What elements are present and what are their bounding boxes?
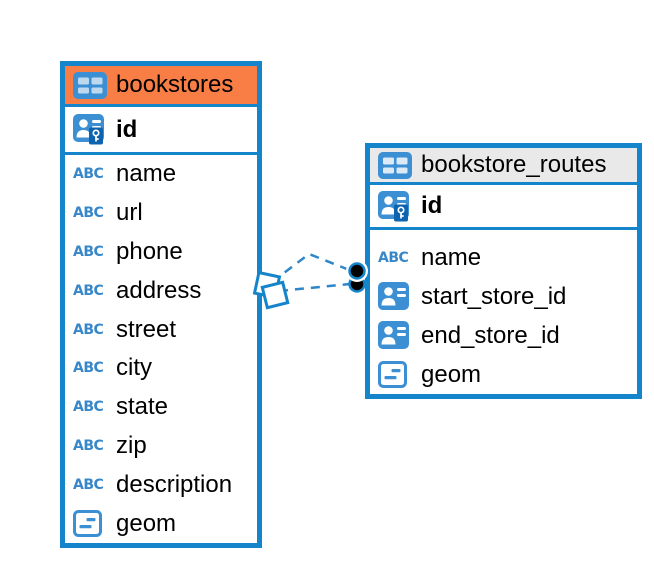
text-type-icon: ABC <box>73 282 104 299</box>
column-name: zip <box>116 431 147 459</box>
table-row[interactable]: ABC state <box>65 388 257 427</box>
table-row[interactable]: ABC phone <box>65 233 257 272</box>
primary-key-icon <box>378 190 412 222</box>
column-name: state <box>116 393 169 421</box>
table-name: bookstore_routes <box>421 151 607 178</box>
table-header[interactable]: bookstores <box>65 66 257 107</box>
table-node-bookstores[interactable]: bookstores id ABC na <box>60 61 262 548</box>
table-row[interactable]: ABC zip <box>65 427 257 466</box>
table-row[interactable]: ABC city <box>65 349 257 388</box>
table-row[interactable]: ABC street <box>65 310 257 349</box>
table-row[interactable]: ABC description <box>65 465 257 504</box>
column-name: street <box>116 315 177 343</box>
column-name: end_store_id <box>421 321 560 349</box>
geometry-type-icon <box>378 361 412 388</box>
table-row[interactable]: end_store_id <box>370 316 637 355</box>
column-name: geom <box>116 509 177 537</box>
text-type-icon: ABC <box>73 476 104 493</box>
primary-key-name: id <box>116 115 138 143</box>
text-type-icon: ABC <box>73 437 104 454</box>
table-row[interactable]: start_store_id <box>370 277 637 316</box>
text-type-icon: ABC <box>73 205 104 222</box>
column-name: name <box>421 243 482 271</box>
text-type-icon: ABC <box>73 399 104 416</box>
relationship-line <box>271 252 353 283</box>
column-name: address <box>116 276 202 304</box>
column-list: ABC name ABC url ABC phone ABC address A… <box>65 155 257 543</box>
table-row[interactable]: id <box>370 185 637 230</box>
table-row[interactable]: ABC url <box>65 194 257 233</box>
column-name: city <box>116 354 152 382</box>
column-name: name <box>116 160 177 188</box>
reference-type-icon <box>378 321 412 350</box>
column-list: ABC name start_store_id <box>370 230 637 394</box>
table-name: bookstores <box>116 71 234 98</box>
column-name: start_store_id <box>421 282 567 310</box>
primary-key-name: id <box>421 192 443 219</box>
column-name: phone <box>116 237 183 265</box>
text-type-icon: ABC <box>378 249 409 266</box>
reference-type-icon <box>378 282 412 311</box>
column-name: url <box>116 199 143 227</box>
relationship-line <box>278 282 351 293</box>
table-node-bookstore-routes[interactable]: bookstore_routes id ABC <box>365 143 642 399</box>
column-name: geom <box>421 360 482 388</box>
table-row[interactable]: ABC name <box>370 238 637 277</box>
text-type-icon: ABC <box>73 166 104 183</box>
table-row[interactable]: id <box>65 107 257 155</box>
primary-key-icon <box>73 114 107 145</box>
text-type-icon: ABC <box>73 321 104 338</box>
geometry-type-icon <box>73 510 107 538</box>
table-row[interactable]: ABC address <box>65 271 257 310</box>
table-header[interactable]: bookstore_routes <box>370 148 637 185</box>
table-icon <box>73 71 107 99</box>
table-row[interactable]: geom <box>65 504 257 543</box>
table-icon <box>378 151 412 179</box>
text-type-icon: ABC <box>73 243 104 260</box>
table-row[interactable]: ABC name <box>65 155 257 194</box>
table-row[interactable]: geom <box>370 355 637 394</box>
text-type-icon: ABC <box>73 360 104 377</box>
column-name: description <box>116 470 233 498</box>
